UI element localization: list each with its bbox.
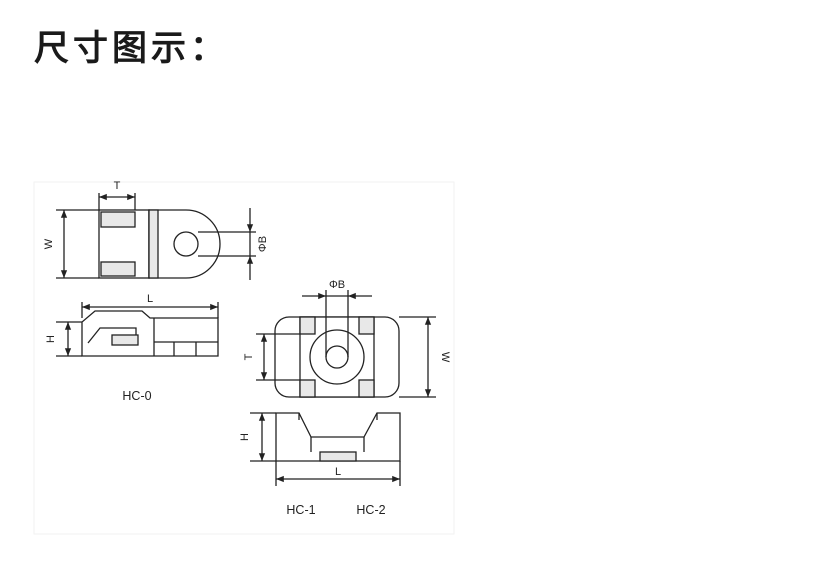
hc12-label-b: ΦB bbox=[329, 279, 345, 291]
hc12-top-view bbox=[274, 316, 400, 398]
hc0-side-view bbox=[81, 310, 219, 357]
hc12-caption-1: HC-1 bbox=[286, 503, 315, 517]
hc12-label-t: T bbox=[243, 353, 255, 360]
hc0-label-t: T bbox=[114, 180, 121, 192]
hc12-caption-2: HC-2 bbox=[356, 503, 385, 517]
hc0-top-view bbox=[98, 209, 221, 279]
hc12-side-view bbox=[275, 412, 401, 462]
hc0-label-w: W bbox=[43, 238, 55, 249]
hc12-label-h: H bbox=[239, 433, 251, 441]
hc0-label-h: H bbox=[45, 335, 57, 343]
hc0-label-l: L bbox=[147, 293, 153, 305]
drawing-panel bbox=[33, 181, 455, 535]
page-title: 尺寸图示： bbox=[34, 29, 230, 69]
hc0-drawing bbox=[56, 193, 256, 357]
hc0-label-b: ΦB bbox=[257, 236, 269, 252]
hc12-drawing bbox=[250, 290, 436, 486]
hc0-caption: HC-0 bbox=[122, 389, 151, 403]
hc12-label-w: W bbox=[439, 352, 451, 363]
hc12-label-l: L bbox=[335, 466, 341, 478]
